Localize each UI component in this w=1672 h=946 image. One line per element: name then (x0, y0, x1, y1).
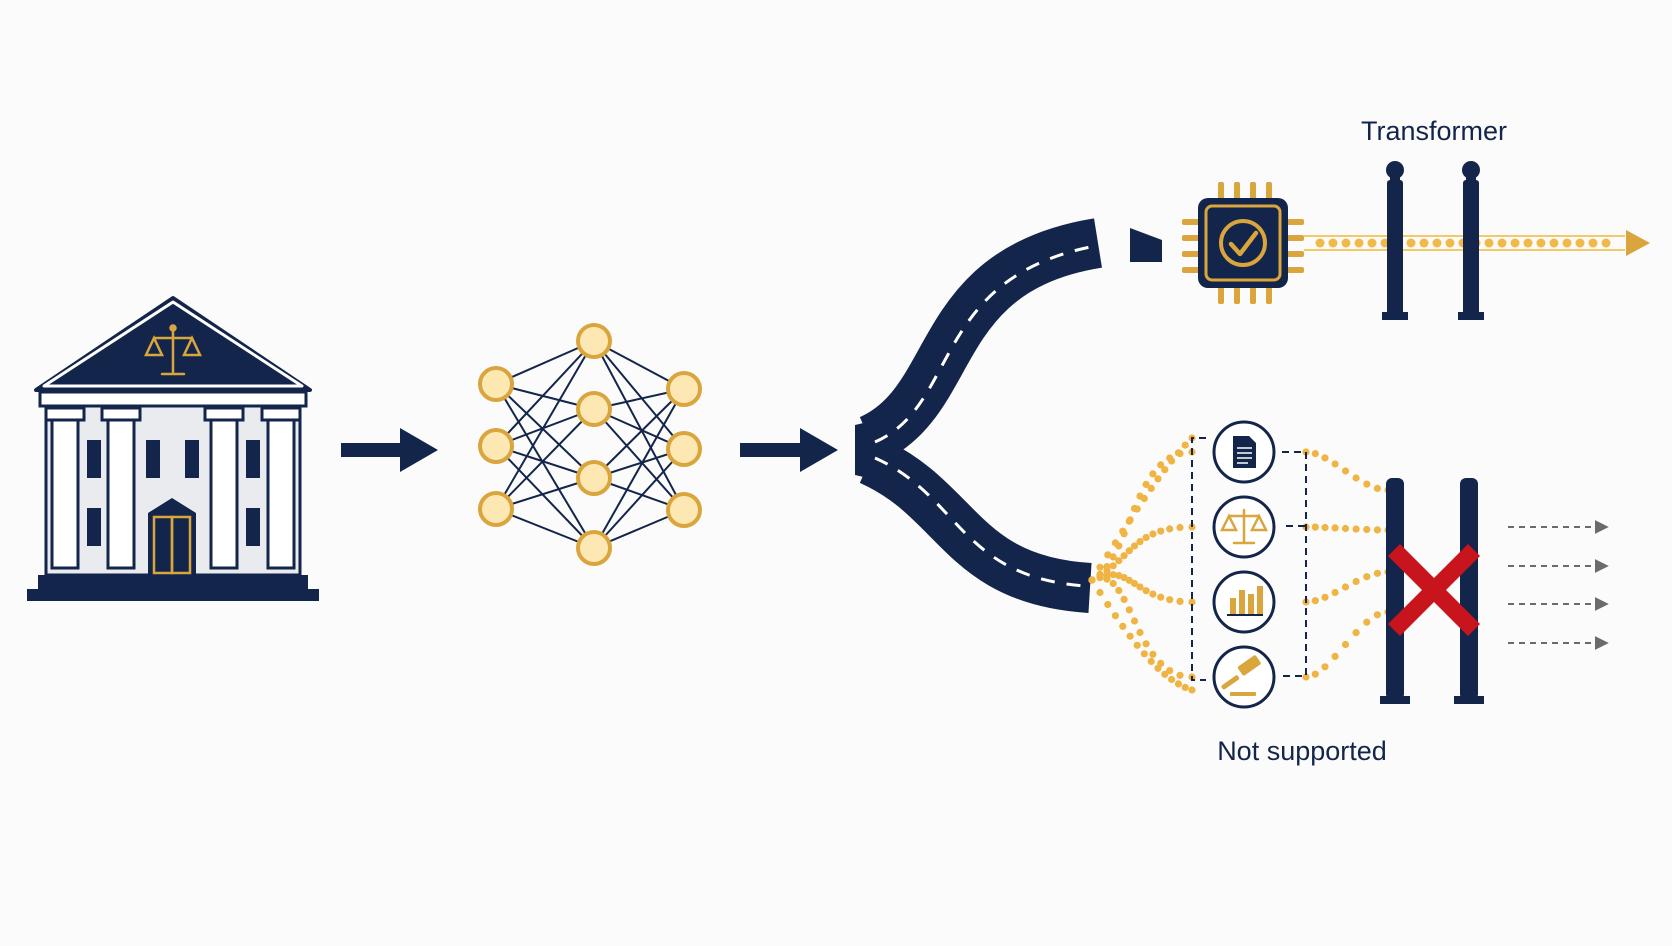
stream-dot (1328, 238, 1338, 248)
stream-dot (1601, 238, 1611, 248)
stream-dot (1536, 238, 1546, 248)
forked-road (855, 218, 1162, 613)
network-node (576, 323, 612, 359)
stream-dot (1432, 238, 1442, 248)
stream-dot (1523, 238, 1533, 248)
stream-dot (1341, 238, 1351, 248)
stream-dot (1367, 238, 1377, 248)
scales-icon (144, 324, 202, 376)
courthouse-base-bottom (27, 589, 319, 601)
transformer-pillars (1382, 161, 1484, 320)
stream-dot (1497, 238, 1507, 248)
bar-chart-icon (1212, 570, 1276, 634)
stream-dot (1445, 238, 1455, 248)
network-node (576, 460, 612, 496)
arrow-head-gold (1626, 230, 1650, 256)
neural-network-icon (478, 323, 702, 566)
network-node (576, 391, 612, 427)
chip-pins (1182, 182, 1304, 304)
stream-dot (1588, 238, 1598, 248)
stream-dot (1575, 238, 1585, 248)
network-node (478, 491, 514, 527)
check-mark-icon (1228, 230, 1259, 257)
dashed-bracket (1191, 437, 1307, 681)
stream-dot (1315, 238, 1325, 248)
courthouse-icon (27, 296, 319, 601)
blocked-pillars (1380, 478, 1484, 704)
network-nodes (478, 323, 702, 566)
courthouse-entablature (38, 390, 308, 408)
stream-dot (1484, 238, 1494, 248)
stream-dot (1419, 238, 1429, 248)
network-node (478, 428, 514, 464)
network-node (478, 366, 514, 402)
red-x-icon (1387, 543, 1481, 637)
scales-icon (1212, 495, 1276, 559)
courthouse-door (148, 498, 196, 575)
stream-dot (1406, 238, 1416, 248)
stream-dot (1562, 238, 1572, 248)
output-arrows (1508, 520, 1609, 650)
courthouse-roof-trim (42, 300, 304, 388)
network-node (666, 431, 702, 467)
document-icon (1212, 420, 1276, 484)
verified-chip-icon (1182, 182, 1304, 304)
courthouse-columns (44, 406, 302, 570)
stream-dot (1510, 238, 1520, 248)
network-node (666, 371, 702, 407)
courthouse-base-top (38, 575, 308, 589)
courthouse-windows (87, 440, 260, 546)
stream-dot (1354, 238, 1364, 248)
network-edges (495, 340, 685, 549)
bottom-label: Not supported (1217, 736, 1387, 766)
network-node (666, 492, 702, 528)
arrow-icon (740, 428, 838, 472)
top-label: Transformer (1361, 116, 1507, 146)
arrow-icon (341, 428, 438, 472)
network-node (576, 530, 612, 566)
stream-dot (1549, 238, 1559, 248)
check-circle (1219, 219, 1267, 267)
gavel-icon (1212, 645, 1276, 709)
